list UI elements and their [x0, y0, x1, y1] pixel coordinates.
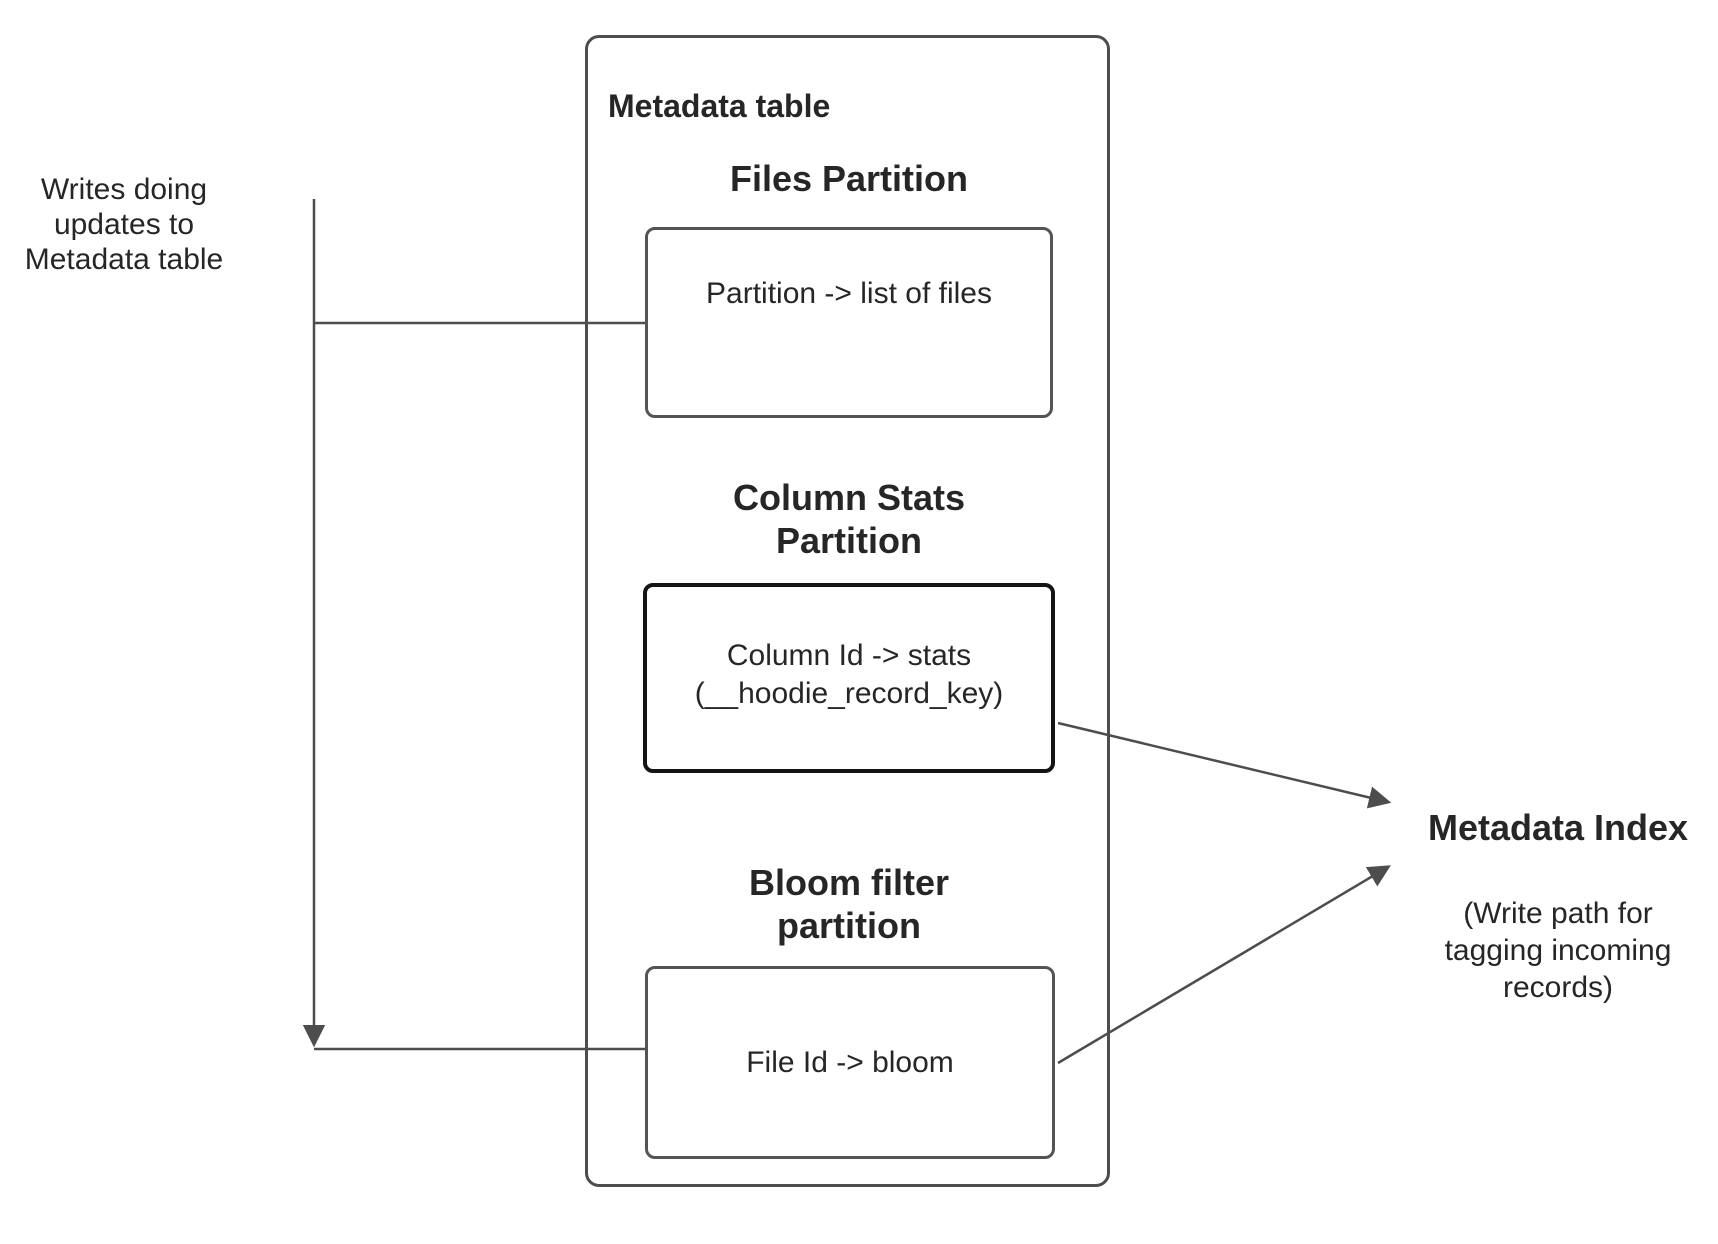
metadata-table-title: Metadata table	[608, 88, 831, 124]
bloom-filter-partition-box: File Id -> bloom	[645, 966, 1055, 1159]
column-stats-partition-heading: Column Stats Partition	[732, 477, 965, 561]
writes-updates-note: Writes doing updates to Metadata table	[24, 173, 224, 276]
column-stats-partition-box-text: Column Id -> stats (__hoodie_record_key)	[694, 639, 1004, 710]
files-partition-heading: Files Partition	[729, 158, 969, 199]
column-stats-partition-box: Column Id -> stats (__hoodie_record_key)	[643, 583, 1055, 773]
files-partition-box-text: Partition -> list of files	[706, 276, 992, 310]
metadata-table-box	[585, 35, 1110, 1187]
metadata-index-title: Metadata Index	[1427, 807, 1689, 848]
bloom-filter-partition-heading: Bloom filter partition	[748, 862, 949, 946]
bloom-filter-partition-box-text: File Id -> bloom	[746, 1045, 954, 1079]
metadata-index-subtitle: (Write path for tagging incoming records…	[1444, 897, 1672, 1004]
files-partition-box: Partition -> list of files	[645, 227, 1053, 418]
